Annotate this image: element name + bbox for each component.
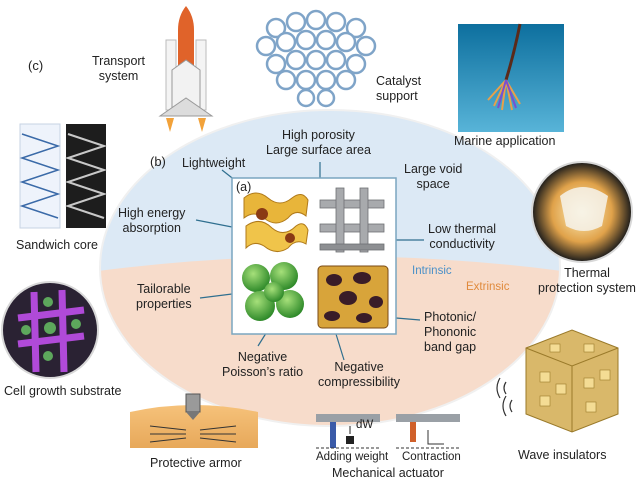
label-compress-line1: Negative xyxy=(334,360,384,374)
label-transport-line1: Transport xyxy=(92,54,146,68)
label-tailorable: Tailorable properties xyxy=(136,282,192,312)
label-porosity-line1: High porosity xyxy=(281,128,355,142)
honeycomb-image xyxy=(255,9,377,108)
label-marine: Marine application xyxy=(454,134,556,148)
label-void: Large void space xyxy=(404,162,462,192)
label-thermal-line1: Low thermal xyxy=(428,222,497,236)
cubic-strut-cell xyxy=(319,187,385,253)
wave-insulator-image xyxy=(496,329,619,433)
label-poisson: Negative Poisson’s ratio xyxy=(222,350,303,380)
label-energy: High energy absorption xyxy=(118,206,185,236)
thermal-protection-image xyxy=(531,161,633,263)
label-catalyst-line2: support xyxy=(376,89,418,103)
label-tailorable-line1: Tailorable xyxy=(137,282,191,296)
protective-armor-image xyxy=(130,393,258,448)
porous-cell xyxy=(317,265,389,329)
label-wave-insulators: Wave insulators xyxy=(518,448,607,462)
label-transport-line2: system xyxy=(98,69,139,83)
label-intrinsic: Intrinsic xyxy=(412,265,452,277)
label-actuator: Mechanical actuator xyxy=(332,466,444,480)
label-adding-weight: Adding weight xyxy=(316,451,389,463)
label-catalyst-line1: Catalyst xyxy=(376,74,422,88)
panel-label-a: (a) xyxy=(236,180,252,194)
cell-growth-image xyxy=(1,281,99,379)
label-porosity: High porosity Large surface area xyxy=(266,128,371,158)
sandwich-core-image xyxy=(19,123,108,229)
label-energy-line2: absorption xyxy=(122,221,181,235)
label-void-line1: Large void xyxy=(404,162,463,176)
gyroid-cell xyxy=(240,188,310,254)
label-lightweight: Lightweight xyxy=(182,156,246,170)
label-armor: Protective armor xyxy=(150,456,242,470)
label-void-line2: space xyxy=(416,177,450,191)
marine-image xyxy=(458,23,564,132)
label-thermal-protection-line2: protection system xyxy=(538,281,636,295)
panel-label-b: (b) xyxy=(150,154,166,169)
label-compress: Negative compressibility xyxy=(318,360,400,390)
label-poisson-line1: Negative xyxy=(237,350,288,364)
label-photonic-line3: band gap xyxy=(424,340,477,354)
label-poisson-line2: Poisson’s ratio xyxy=(222,365,304,379)
spherical-cell xyxy=(242,262,304,321)
label-photonic: Photonic/ Phononic band gap xyxy=(424,310,476,355)
mechanical-actuator-image xyxy=(316,414,460,449)
label-photonic-line1: Photonic/ xyxy=(424,310,477,324)
label-cell-growth: Cell growth substrate xyxy=(4,384,122,398)
label-thermal-protection-line1: Thermal xyxy=(564,266,610,280)
label-thermal-line2: conductivity xyxy=(429,237,495,251)
label-sandwich-core: Sandwich core xyxy=(16,238,98,252)
panel-label-c: (c) xyxy=(28,58,44,73)
space-shuttle-image xyxy=(158,6,214,132)
label-dw: dW xyxy=(356,419,374,431)
label-contraction: Contraction xyxy=(402,451,461,463)
label-energy-line1: High energy xyxy=(118,206,186,220)
label-compress-line2: compressibility xyxy=(318,375,400,389)
label-photonic-line2: Phononic xyxy=(424,325,477,339)
label-thermal: Low thermal conductivity xyxy=(428,222,496,252)
lattice-unit-cells-panel xyxy=(231,177,397,335)
label-thermal-protection: Thermal protection system xyxy=(538,266,636,296)
label-porosity-line2: Large surface area xyxy=(266,143,371,157)
label-catalyst: Catalyst support xyxy=(376,74,421,104)
label-transport: Transport system xyxy=(92,54,145,84)
label-tailorable-line2: properties xyxy=(136,297,192,311)
label-extrinsic: Extrinsic xyxy=(466,281,510,293)
